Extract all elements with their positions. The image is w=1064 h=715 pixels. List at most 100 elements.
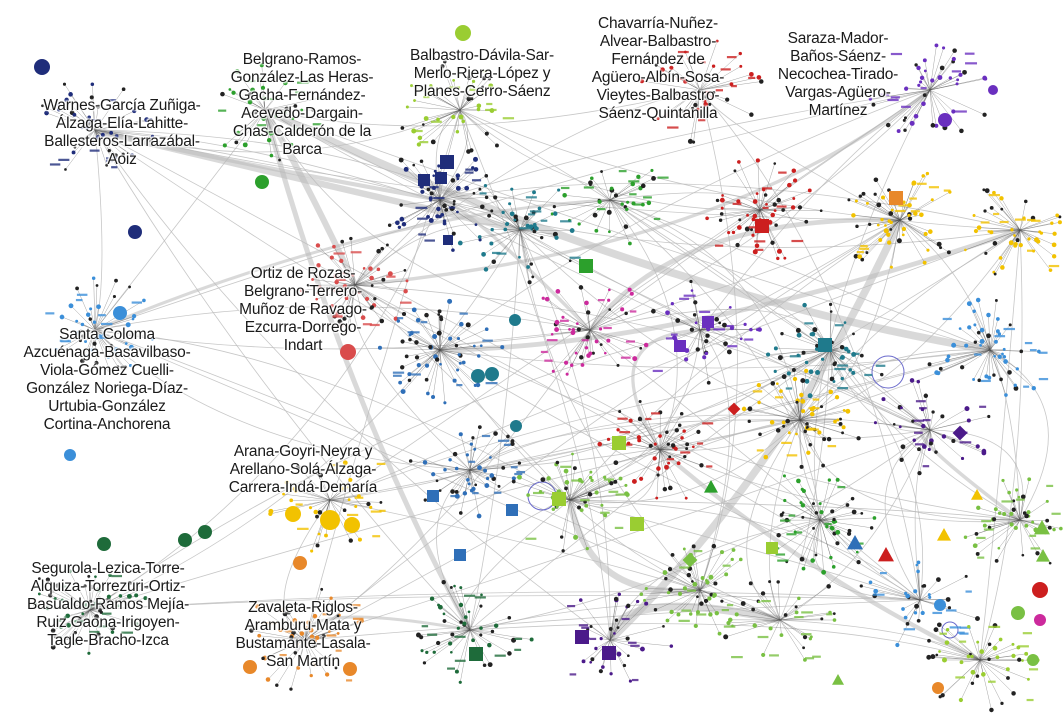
- node-label-mark: [111, 352, 120, 355]
- node-label-mark: [955, 676, 965, 679]
- edge: [583, 639, 611, 662]
- node: [712, 90, 716, 95]
- edge: [439, 324, 469, 351]
- node: [574, 351, 578, 355]
- node: [450, 489, 455, 494]
- node-label-mark: [372, 535, 381, 538]
- edge: [354, 268, 365, 286]
- node: [964, 574, 968, 578]
- edge: [659, 431, 699, 451]
- node: [679, 412, 684, 416]
- edge: [61, 329, 96, 353]
- node: [792, 376, 798, 382]
- node: [941, 46, 946, 50]
- node: [801, 409, 806, 414]
- edge: [94, 286, 130, 331]
- edge: [911, 380, 931, 431]
- node: [1050, 221, 1054, 225]
- edge: [91, 329, 96, 351]
- node-label-mark: [1026, 698, 1034, 702]
- node: [917, 83, 921, 87]
- node-label-mark: [678, 619, 690, 622]
- edge: [929, 416, 943, 431]
- node-label-mark: [965, 590, 972, 593]
- node: [41, 104, 44, 108]
- node: [787, 431, 791, 435]
- edge: [264, 109, 286, 113]
- edge: [589, 309, 831, 351]
- node: [757, 600, 761, 604]
- node: [902, 118, 906, 122]
- node: [795, 400, 799, 404]
- edge: [456, 629, 471, 672]
- edge: [270, 499, 331, 515]
- edge: [946, 642, 981, 661]
- node: [269, 153, 274, 158]
- node-label-mark: [496, 252, 507, 255]
- node: [903, 128, 907, 132]
- edge: [65, 606, 91, 611]
- node-label-mark: [677, 50, 689, 54]
- edge: [439, 349, 479, 386]
- node: [490, 629, 495, 634]
- node: [644, 587, 648, 591]
- node: [1020, 494, 1026, 500]
- edge: [806, 349, 831, 382]
- node: [711, 64, 716, 68]
- node-label-mark: [730, 85, 737, 88]
- node: [626, 200, 630, 204]
- node: [873, 192, 877, 196]
- node: [579, 355, 584, 360]
- edge: [853, 215, 901, 221]
- node: [1000, 701, 1004, 706]
- node-label-mark: [540, 350, 548, 354]
- node: [463, 615, 468, 620]
- node: [467, 610, 471, 614]
- node: [795, 432, 798, 436]
- node-label-mark: [121, 631, 134, 634]
- node: [945, 597, 951, 602]
- node-label-mark: [702, 422, 714, 425]
- edge: [659, 349, 831, 451]
- node: [589, 176, 594, 181]
- node-label-mark: [681, 609, 692, 612]
- edge: [685, 89, 701, 114]
- node: [886, 232, 891, 237]
- edge: [329, 499, 371, 508]
- node: [930, 123, 936, 128]
- hub-node: [938, 113, 952, 127]
- node: [801, 350, 806, 355]
- edge: [454, 453, 471, 471]
- node: [420, 189, 425, 194]
- edge: [667, 312, 701, 331]
- node: [249, 628, 254, 633]
- node-label-mark: [101, 612, 112, 615]
- node-label-mark: [332, 315, 343, 318]
- node: [471, 79, 476, 83]
- edge: [264, 89, 701, 127]
- node: [32, 602, 38, 607]
- node: [426, 187, 431, 192]
- node: [654, 63, 658, 67]
- node: [623, 224, 629, 229]
- node: [339, 323, 344, 328]
- node: [976, 640, 980, 644]
- node: [725, 97, 730, 102]
- edge: [245, 109, 266, 145]
- hub-node: [440, 155, 454, 169]
- edge: [354, 284, 571, 501]
- node: [719, 550, 725, 555]
- edge: [979, 659, 1014, 694]
- node: [65, 613, 71, 619]
- node: [979, 327, 985, 333]
- edge: [707, 209, 761, 219]
- edge: [699, 589, 702, 604]
- node: [588, 180, 593, 186]
- node: [951, 109, 956, 114]
- edge: [555, 324, 591, 331]
- edge: [519, 229, 532, 265]
- node: [983, 209, 987, 213]
- node: [306, 283, 310, 287]
- edge: [979, 229, 1023, 661]
- node: [975, 297, 981, 303]
